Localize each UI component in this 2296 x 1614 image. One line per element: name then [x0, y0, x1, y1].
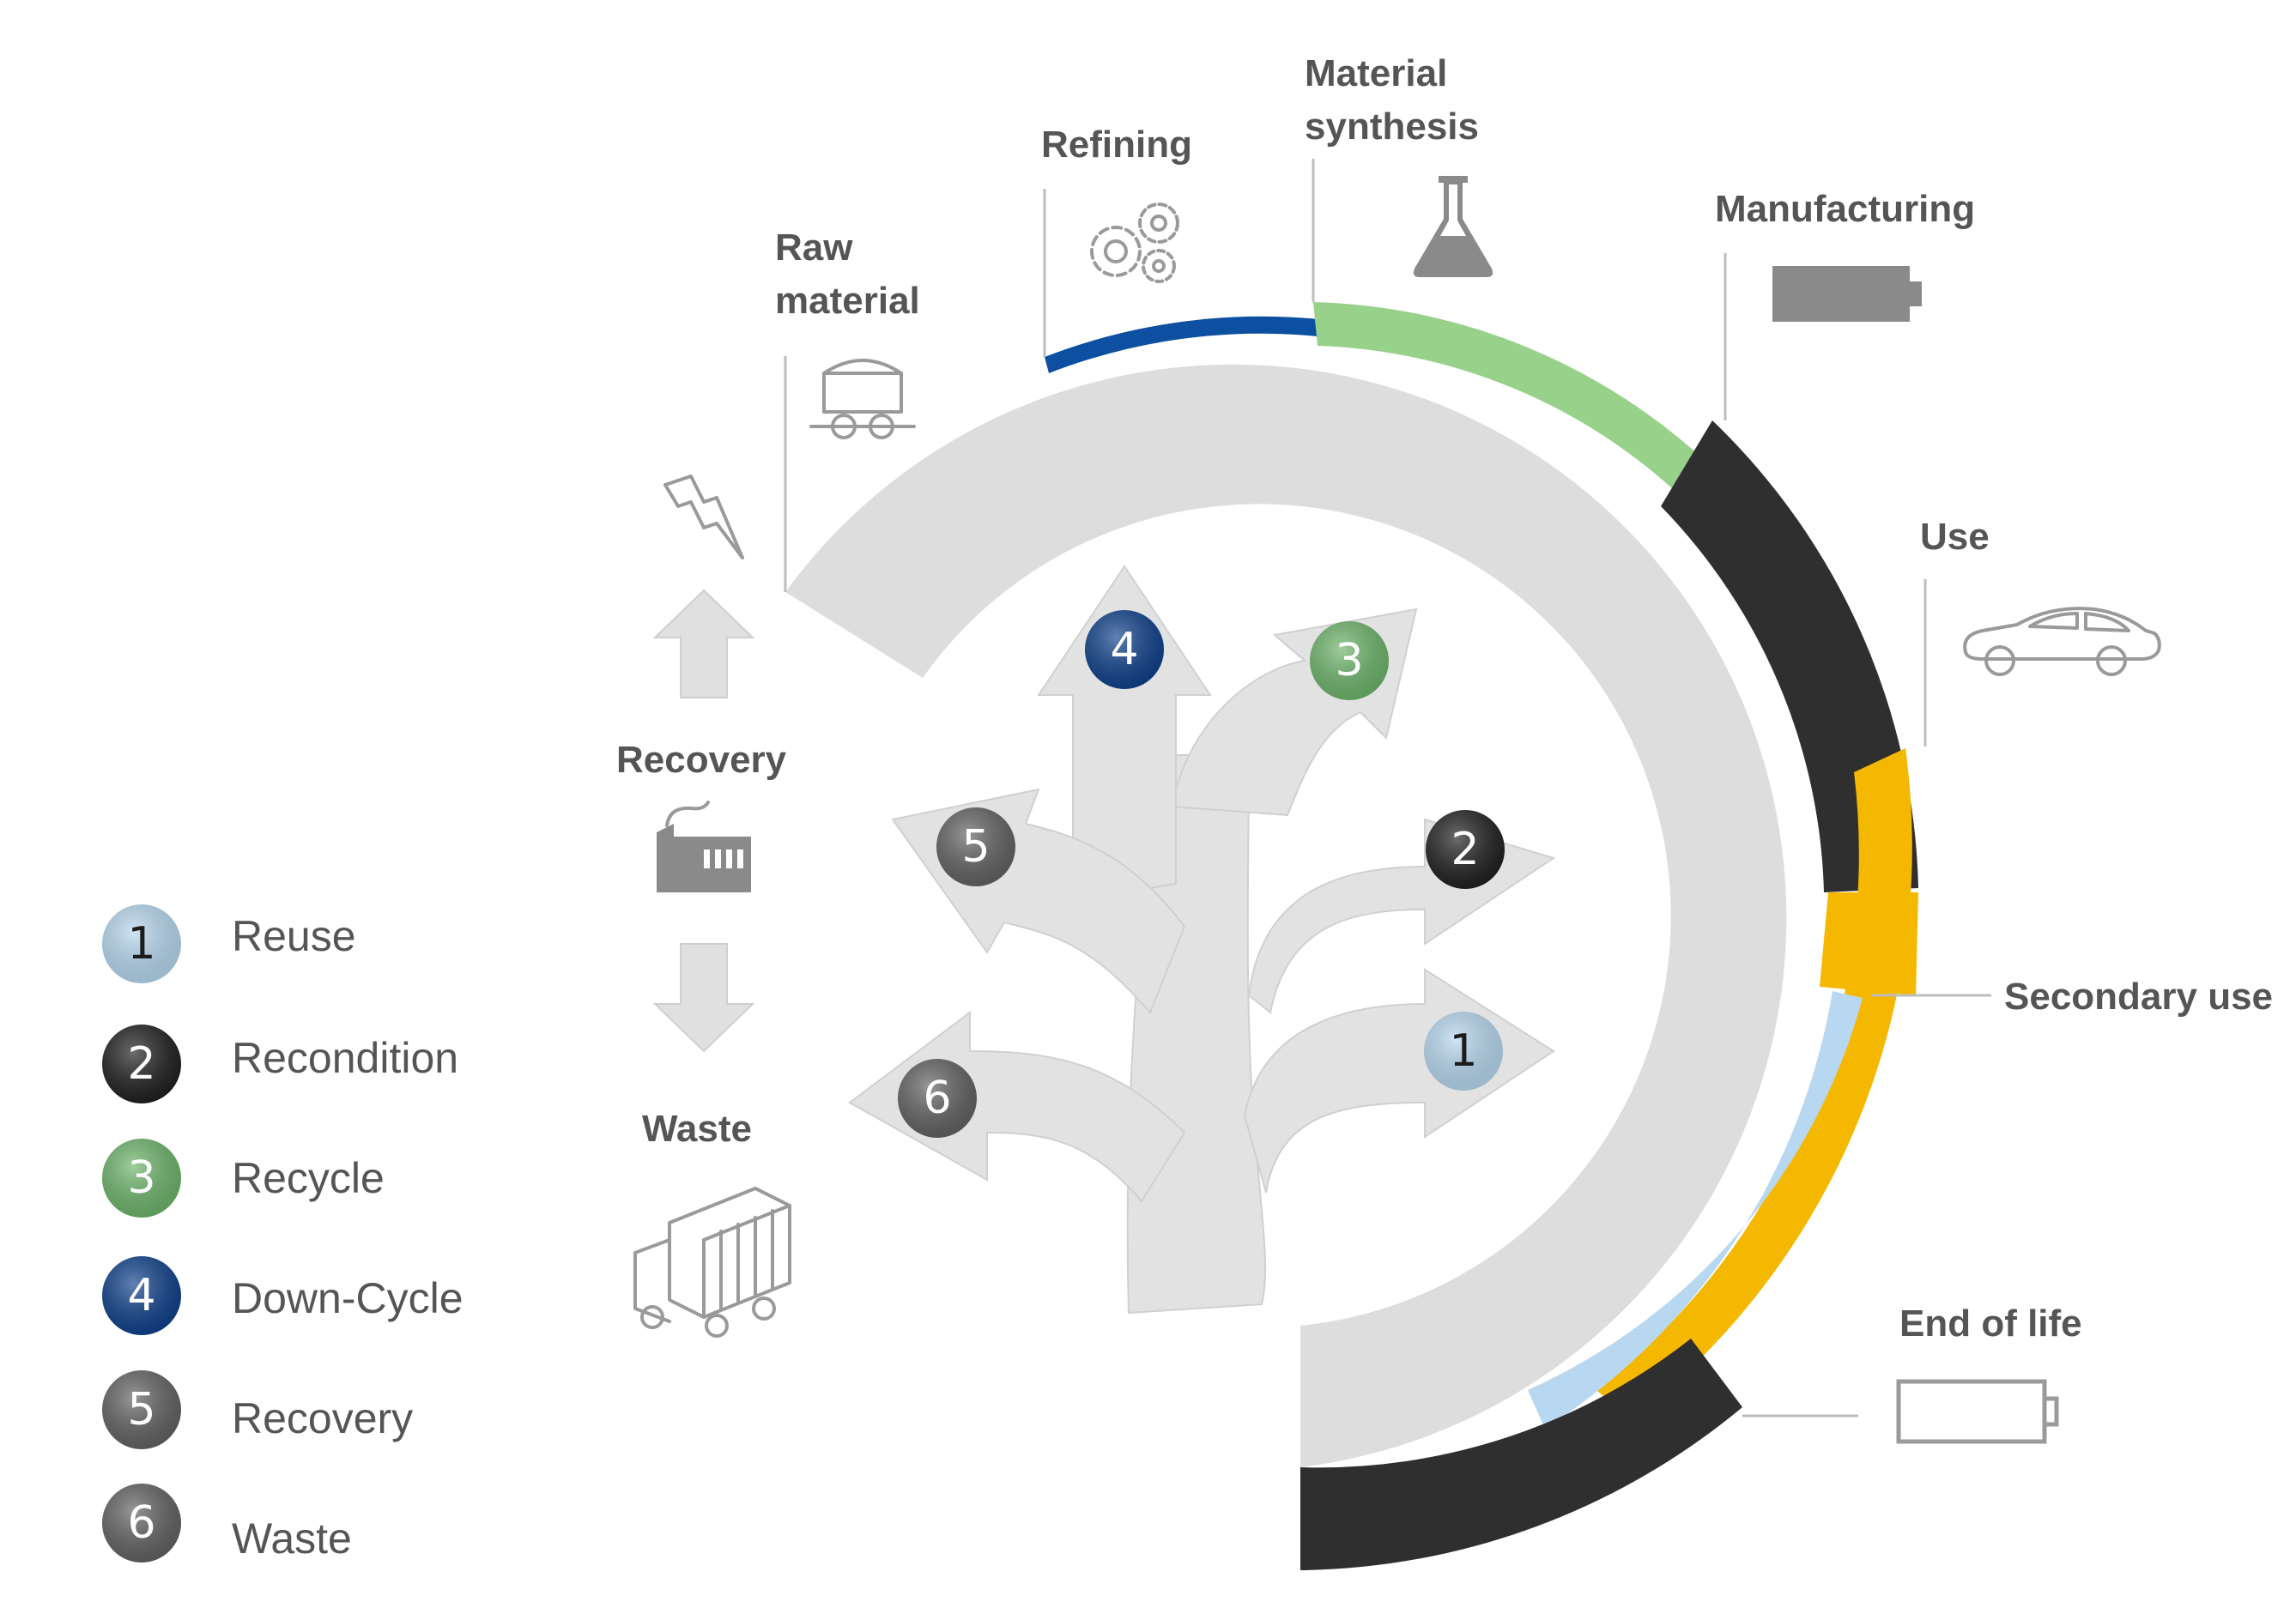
arrow-badge-5-number: 5 — [961, 821, 990, 873]
lightning-icon — [663, 475, 744, 559]
raw-material-label-line1: Raw — [775, 227, 853, 269]
legend-label-recovery: Recovery — [232, 1394, 413, 1442]
battery-empty-icon — [1896, 1379, 2059, 1444]
arrow-badge-2-number: 2 — [1451, 824, 1479, 875]
raw-material-label-line2: material — [775, 280, 920, 322]
arrow-badge-4-number: 4 — [1110, 624, 1138, 675]
legend-label-recondition: Recondition — [232, 1034, 458, 1082]
manufacturing-label: Manufacturing — [1715, 188, 1975, 230]
legend-item-reuse: 1 Reuse — [102, 904, 356, 983]
waste-label: Waste — [642, 1108, 752, 1150]
legend-label-down-cycle: Down-Cycle — [232, 1274, 463, 1322]
leader-lines — [784, 159, 1991, 1418]
battery-full-icon — [1772, 266, 1922, 322]
recovery-label: Recovery — [616, 739, 787, 781]
arrow-badge-6-number: 6 — [923, 1073, 951, 1124]
reuse-band — [1528, 991, 1863, 1429]
arrow-badge-1: 1 — [1424, 1012, 1503, 1091]
use-label: Use — [1920, 516, 1990, 558]
legend-item-recycle: 3 Recycle — [102, 1139, 385, 1218]
material-synthesis-label-line1: Material — [1305, 52, 1447, 94]
legend-number-4: 4 — [127, 1270, 155, 1321]
recovery-up-arrow — [652, 589, 755, 698]
end-of-life-band — [1300, 1339, 1742, 1570]
truck-icon — [633, 1187, 791, 1338]
legend-item-waste: 6 Waste — [102, 1484, 352, 1563]
waste-down-arrow — [652, 943, 755, 1053]
arrow-badge-5: 5 — [936, 807, 1015, 886]
arrow-badge-4: 4 — [1085, 610, 1164, 689]
legend: 1 Reuse 2 Recondition 3 Recycle 4 Down-C… — [102, 904, 463, 1563]
legend-label-reuse: Reuse — [232, 912, 356, 960]
car-icon — [1963, 607, 2161, 676]
branch-arrows — [848, 565, 1556, 1315]
manufacturing-band — [1661, 420, 1918, 892]
arrow-badges: 1 2 3 4 5 6 — [898, 610, 1505, 1138]
arrow-badge-2: 2 — [1426, 810, 1505, 889]
factory-icon — [657, 801, 751, 892]
legend-item-recondition: 2 Recondition — [102, 1025, 458, 1103]
arrow-badge-3: 3 — [1310, 621, 1389, 700]
legend-label-waste: Waste — [232, 1514, 352, 1563]
refining-label: Refining — [1041, 124, 1192, 166]
material-synthesis-band — [1313, 302, 1734, 519]
gears-icon — [1090, 203, 1179, 283]
use-band — [1596, 748, 1912, 1420]
legend-item-down-cycle: 4 Down-Cycle — [102, 1256, 463, 1335]
material-synthesis-label-line2: synthesis — [1305, 106, 1479, 148]
refining-band — [1045, 316, 1373, 373]
legend-number-5: 5 — [127, 1384, 155, 1436]
legend-item-recovery: 5 Recovery — [102, 1370, 413, 1449]
end-of-life-label: End of life — [1899, 1303, 2082, 1345]
legend-number-2: 2 — [127, 1038, 155, 1090]
legend-number-6: 6 — [127, 1497, 155, 1549]
mine-cart-icon — [809, 359, 916, 439]
arrow-badge-3-number: 3 — [1335, 635, 1363, 686]
secondary-use-band — [1820, 892, 1918, 995]
flask-icon — [1413, 176, 1493, 277]
secondary-use-label: Secondary use — [2004, 976, 2273, 1018]
legend-label-recycle: Recycle — [232, 1154, 385, 1202]
legend-number-3: 3 — [127, 1152, 155, 1204]
arrow-badge-1-number: 1 — [1449, 1025, 1477, 1077]
arrow-badge-6: 6 — [898, 1059, 977, 1138]
legend-number-1: 1 — [127, 918, 155, 970]
